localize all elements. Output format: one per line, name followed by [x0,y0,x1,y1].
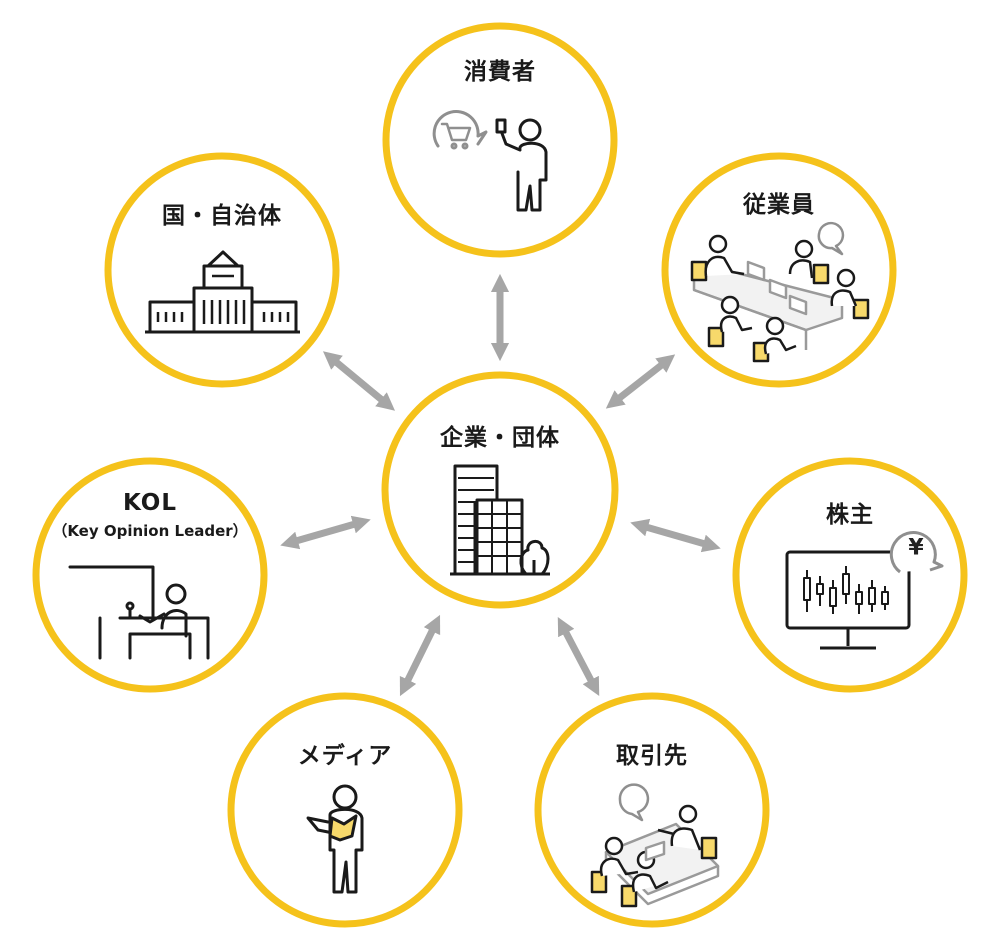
arrow-partners [557,616,600,697]
node-label-government: 国・自治体 [162,203,282,229]
government-ring [104,152,340,388]
node-label-kol: KOL [123,490,177,516]
arrow-shareholders [630,518,721,553]
center-ring [381,371,619,609]
node-label-media: メディア [297,743,393,769]
arrow-employees [605,354,676,409]
parliament-building-icon [145,250,300,334]
reporter-icon [306,784,364,894]
node-label-shareholders: 株主 [826,502,874,528]
shopper-cart-icon [432,110,548,212]
arrow-media [399,614,441,697]
node-label-partners: 取引先 [616,743,688,769]
node-sublabel-kol: （Key Opinion Leader） [52,522,248,540]
consumers-ring [382,22,618,258]
node-label-consumers: 消費者 [464,59,536,85]
arrow-kol [280,515,371,550]
arrow-government [322,351,396,411]
office-workers-icon [690,221,870,363]
office-building-icon [450,464,550,576]
business-meeting-icon [590,783,720,908]
stock-monitor-icon [785,530,944,650]
center-label: 企業・団体 [440,425,560,451]
yen-badge: ¥ [908,535,924,561]
connection-arrows [280,273,721,697]
node-label-employees: 従業員 [743,192,815,218]
lecturer-icon [68,565,210,660]
